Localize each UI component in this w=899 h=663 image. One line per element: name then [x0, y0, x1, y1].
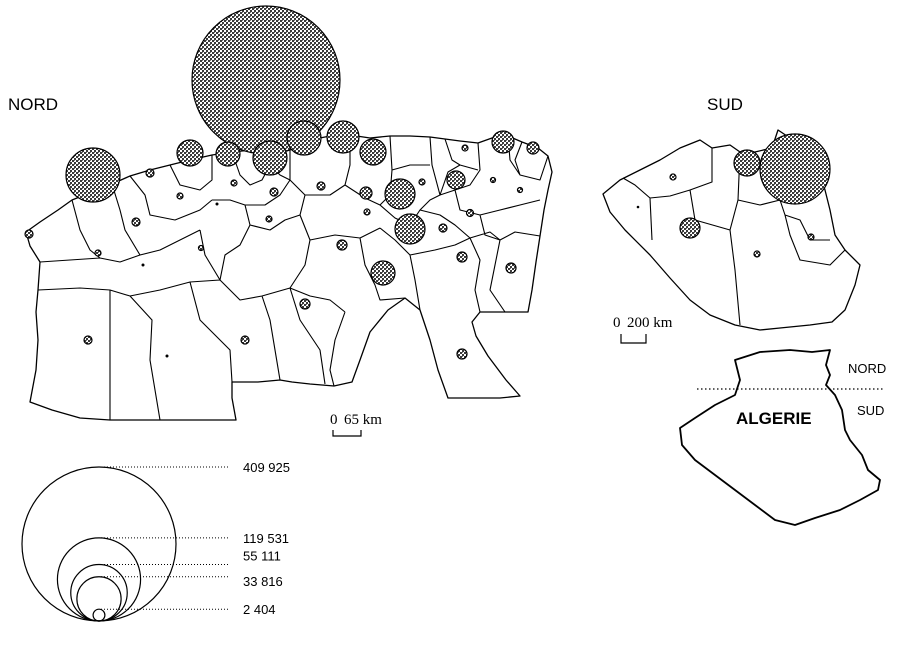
- legend-value-label: 2 404: [243, 602, 276, 617]
- sud-proportional-symbols: [669, 133, 831, 258]
- nord-scale-zero: 0: [330, 412, 338, 428]
- legend: 409 925 119 531 55 111 33 816 2 404: [21, 460, 290, 622]
- legend-circle: [21, 466, 177, 622]
- algeria-inset: NORD SUD ALGERIE: [679, 349, 886, 526]
- legend-value-label: 33 816: [243, 574, 283, 589]
- nord-scale-bar: 0 65 km: [330, 412, 382, 437]
- sud-internal-borders: [622, 148, 846, 326]
- legend-value-label: 55 111: [243, 549, 281, 564]
- sud-scale-bar: 0 200 km: [613, 315, 673, 344]
- algeria-inset-outline: [679, 349, 881, 526]
- sud-title: SUD: [707, 95, 743, 114]
- legend-value-label: 119 531: [243, 531, 289, 546]
- legend-value-label: 409 925: [243, 460, 290, 475]
- sud-outline: [602, 129, 861, 331]
- legend-circle: [56, 537, 142, 622]
- nord-internal-borders: [37, 135, 549, 421]
- inset-sud-label: SUD: [857, 403, 884, 418]
- inset-nord-label: NORD: [848, 361, 886, 376]
- sud-map: [602, 129, 861, 331]
- nord-proportional-symbols: [24, 5, 540, 360]
- sud-scale-zero: 0: [613, 315, 621, 331]
- nord-scale-distance: 65 km: [344, 412, 382, 428]
- nord-title: NORD: [8, 95, 58, 114]
- legend-circle: [92, 608, 106, 622]
- legend-circle: [76, 576, 122, 622]
- circle-oran: [65, 147, 121, 203]
- algerie-label: ALGERIE: [736, 409, 812, 428]
- sud-scale-distance: 200 km: [627, 315, 673, 331]
- legend-circle: [70, 563, 128, 622]
